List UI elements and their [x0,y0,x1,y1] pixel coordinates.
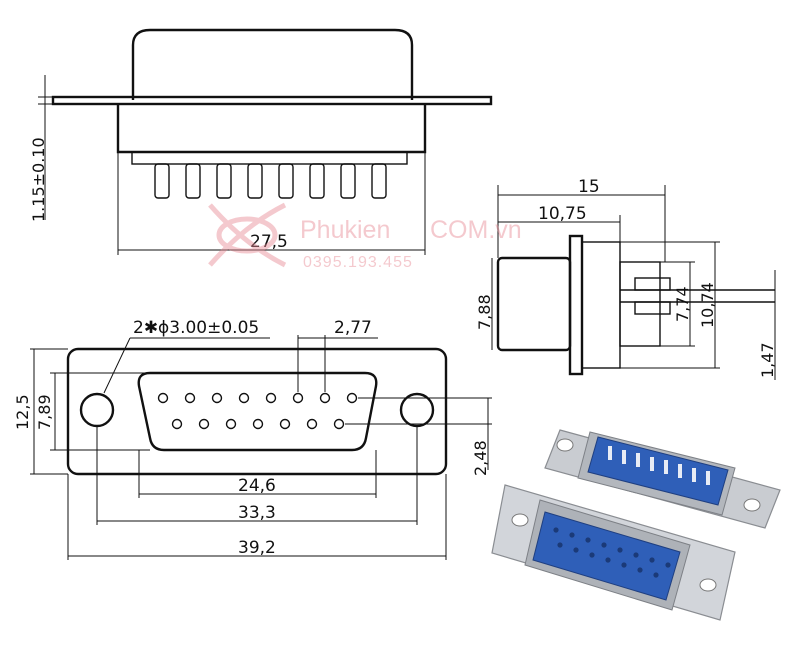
pin-hole [211,392,223,404]
dim-mount-hole: 2✱ϕ3.00±0.05 [133,318,259,338]
pins-side [154,163,387,199]
flange-plate [51,95,493,106]
shell-front [137,371,378,452]
pin [278,163,294,199]
pin-hole [265,392,277,404]
side-view: 27,5 1.15±0.10 [29,28,493,255]
dim-depth-total: 15 [578,177,600,197]
flange-front [66,347,448,476]
pin [309,163,325,199]
product-photo [491,429,781,621]
watermark-logo [208,202,287,268]
watermark-phone: 0395.193.455 [303,254,413,271]
mount-hole-left [79,392,115,428]
male-connector [544,429,781,529]
dim-depth-body: 10,75 [538,204,587,224]
body-profile [581,241,621,369]
pin-hole [346,392,358,404]
pin-hole [225,418,237,430]
pin-hole [238,392,250,404]
watermark-brand-b: COM.vn [430,216,522,244]
dim-height-inner: 7,74 [673,286,692,322]
dim-pin-row-width: 27,5 [250,232,288,252]
pins-front [157,392,358,430]
pin [340,163,356,199]
pin-hole [171,418,183,430]
pin-hole [306,418,318,430]
dim-flange-height: 12,5 [13,394,32,430]
pin-hole [292,392,304,404]
dim-flange-width: 39,2 [238,538,276,558]
pin-hole [252,418,264,430]
mount-hole-right [399,392,435,428]
pin-hole [198,418,210,430]
pin [185,163,201,199]
pin-hole [157,392,169,404]
shell-profile [496,256,572,352]
dim-height-left: 7,88 [475,294,494,330]
dim-flange-thickness: 1.15±0.10 [29,137,48,222]
pin-hole [319,392,331,404]
watermark-brand-a: Phukien [300,216,390,244]
body-outline [116,104,427,154]
watermark: Phukien COM.vn 0395.193.455 [208,202,522,271]
dim-pin-pitch: 2,77 [334,318,372,338]
dim-row-spacing: 2,48 [471,440,490,476]
pin [154,163,170,199]
pin-hole [333,418,345,430]
pin-base [131,151,408,165]
pin-hole [279,418,291,430]
pin [216,163,232,199]
shell-outline [131,28,414,100]
front-view: 2✱ϕ3.00±0.05 2,77 12,5 7,89 2,48 24,6 33… [13,318,492,560]
flange-profile [568,234,584,376]
pin-hole [184,392,196,404]
female-connector [491,484,736,621]
dim-hole-spacing: 33,3 [238,503,276,523]
dim-pin-offset: 1,47 [758,342,777,378]
profile-view: 15 10,75 7,88 7,74 10,74 1,47 [475,177,777,380]
dim-shell-width: 24,6 [238,476,276,496]
pin [371,163,387,199]
pin [247,163,263,199]
insert-profile [619,261,661,347]
dim-height-outer: 10,74 [698,282,717,328]
dim-shell-height: 7,89 [35,394,54,430]
